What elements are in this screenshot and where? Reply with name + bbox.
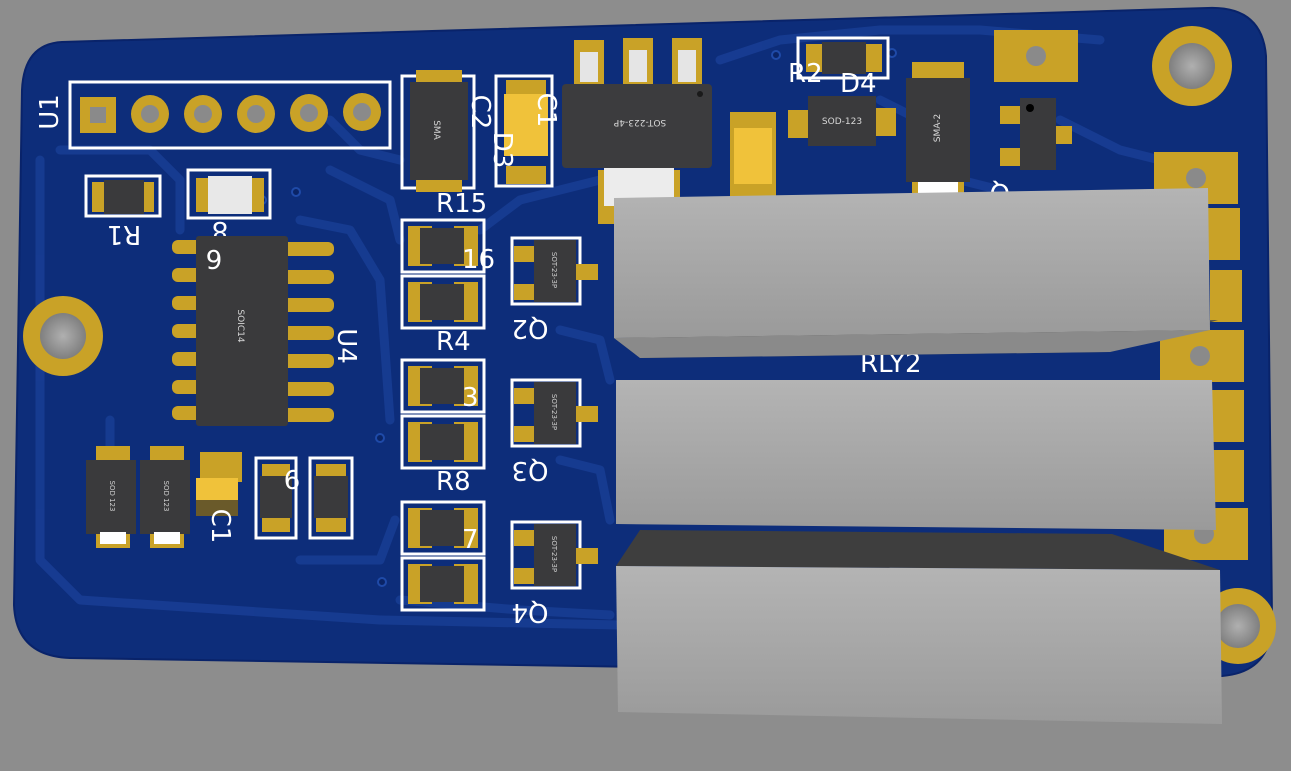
- mounting-hole-top-right: [1152, 26, 1232, 106]
- resistor-r2: R2 D4: [788, 36, 890, 99]
- diode-sma2: SMA-2: [906, 62, 970, 198]
- q4-label: Q4: [511, 597, 548, 627]
- relay-bottom: [616, 530, 1222, 724]
- diode-sod123-bottom-left-2: SOD 123: [140, 446, 190, 548]
- q3-package-label: SOT-23-3P: [550, 394, 558, 430]
- sod123-1-label: SOD 123: [108, 481, 116, 512]
- u1-label: U1: [35, 94, 65, 130]
- capacitor-c8: 8: [186, 168, 272, 245]
- diode-sod123-bottom-left-1: SOD 123: [86, 446, 136, 548]
- u4-label: U4: [331, 328, 361, 364]
- u1-pin-header: U1: [35, 80, 392, 150]
- q3-label: Q3: [511, 455, 548, 485]
- capacitor-yellow-mid: [730, 112, 776, 198]
- resistor-r-bottom: [400, 556, 486, 612]
- r8-label: R8: [436, 467, 471, 497]
- u4-package-label: SOIC14: [235, 309, 245, 342]
- r13-label: 3: [462, 383, 479, 413]
- diode-sma-left: SMA: [400, 70, 476, 192]
- r4-label: R4: [436, 327, 471, 357]
- r2-label: R2: [788, 59, 823, 89]
- connector-pads-right: [1154, 152, 1248, 560]
- terminal-pad-top: [994, 30, 1078, 82]
- mounting-hole-left: [23, 296, 103, 376]
- r17-label: 7: [462, 525, 479, 555]
- d4-package-label: SOD-123: [822, 117, 862, 127]
- resistor-r8-a: [400, 414, 486, 470]
- d3-label: D3: [487, 132, 517, 169]
- c2-label: C2: [465, 95, 495, 130]
- resistor-r1: R1: [84, 174, 162, 249]
- r15-label: R15: [436, 189, 487, 219]
- d1-package-label: SMA: [431, 120, 441, 140]
- q2-package-label: SOT-23-3P: [550, 252, 558, 288]
- c-label-partial: C1: [531, 93, 561, 128]
- sod123-2-label: SOD 123: [162, 481, 170, 512]
- sot223-package-label: SOT-223-4P: [613, 117, 666, 127]
- q2-label: Q2: [511, 313, 548, 343]
- c6-label: 6: [206, 243, 223, 273]
- resistor-column: 16 R4 3 R8 7: [400, 218, 495, 612]
- transistor-q3: SOT-23-3P Q3: [510, 378, 598, 485]
- capacitor-c6: 6: [206, 243, 354, 540]
- resistor-r13: 3: [400, 358, 486, 414]
- diode-d4-sod123: SOD-123: [788, 96, 896, 146]
- capacitor-c2: C2 D3 C1: [465, 74, 561, 188]
- resistor-r17: 7: [400, 500, 486, 556]
- r16-label: 16: [462, 245, 495, 275]
- capacitor-c1: C1: [196, 452, 242, 543]
- relay-top: [614, 188, 1218, 358]
- c9-label: 9: [284, 463, 301, 493]
- capacitor-c9: 9: [254, 456, 301, 540]
- c1-label: C1: [205, 509, 235, 544]
- transistor-q4: SOT-23-3P Q4: [510, 520, 598, 627]
- q4-package-label: SOT-23-3P: [550, 536, 558, 572]
- r1-label: R1: [107, 219, 142, 249]
- relay-middle: [616, 380, 1216, 530]
- resistor-r16: 16: [400, 218, 495, 275]
- d4-label: D4: [840, 69, 877, 99]
- resistor-r4-a: [400, 274, 486, 330]
- sma2-package-label: SMA-2: [933, 114, 943, 142]
- transistor-q2: SOT-23-3P Q2: [510, 236, 598, 343]
- regulator-sot223: SOT-223-4P: [562, 38, 712, 224]
- ic-u4-soic14: SOIC14 U4: [172, 236, 361, 426]
